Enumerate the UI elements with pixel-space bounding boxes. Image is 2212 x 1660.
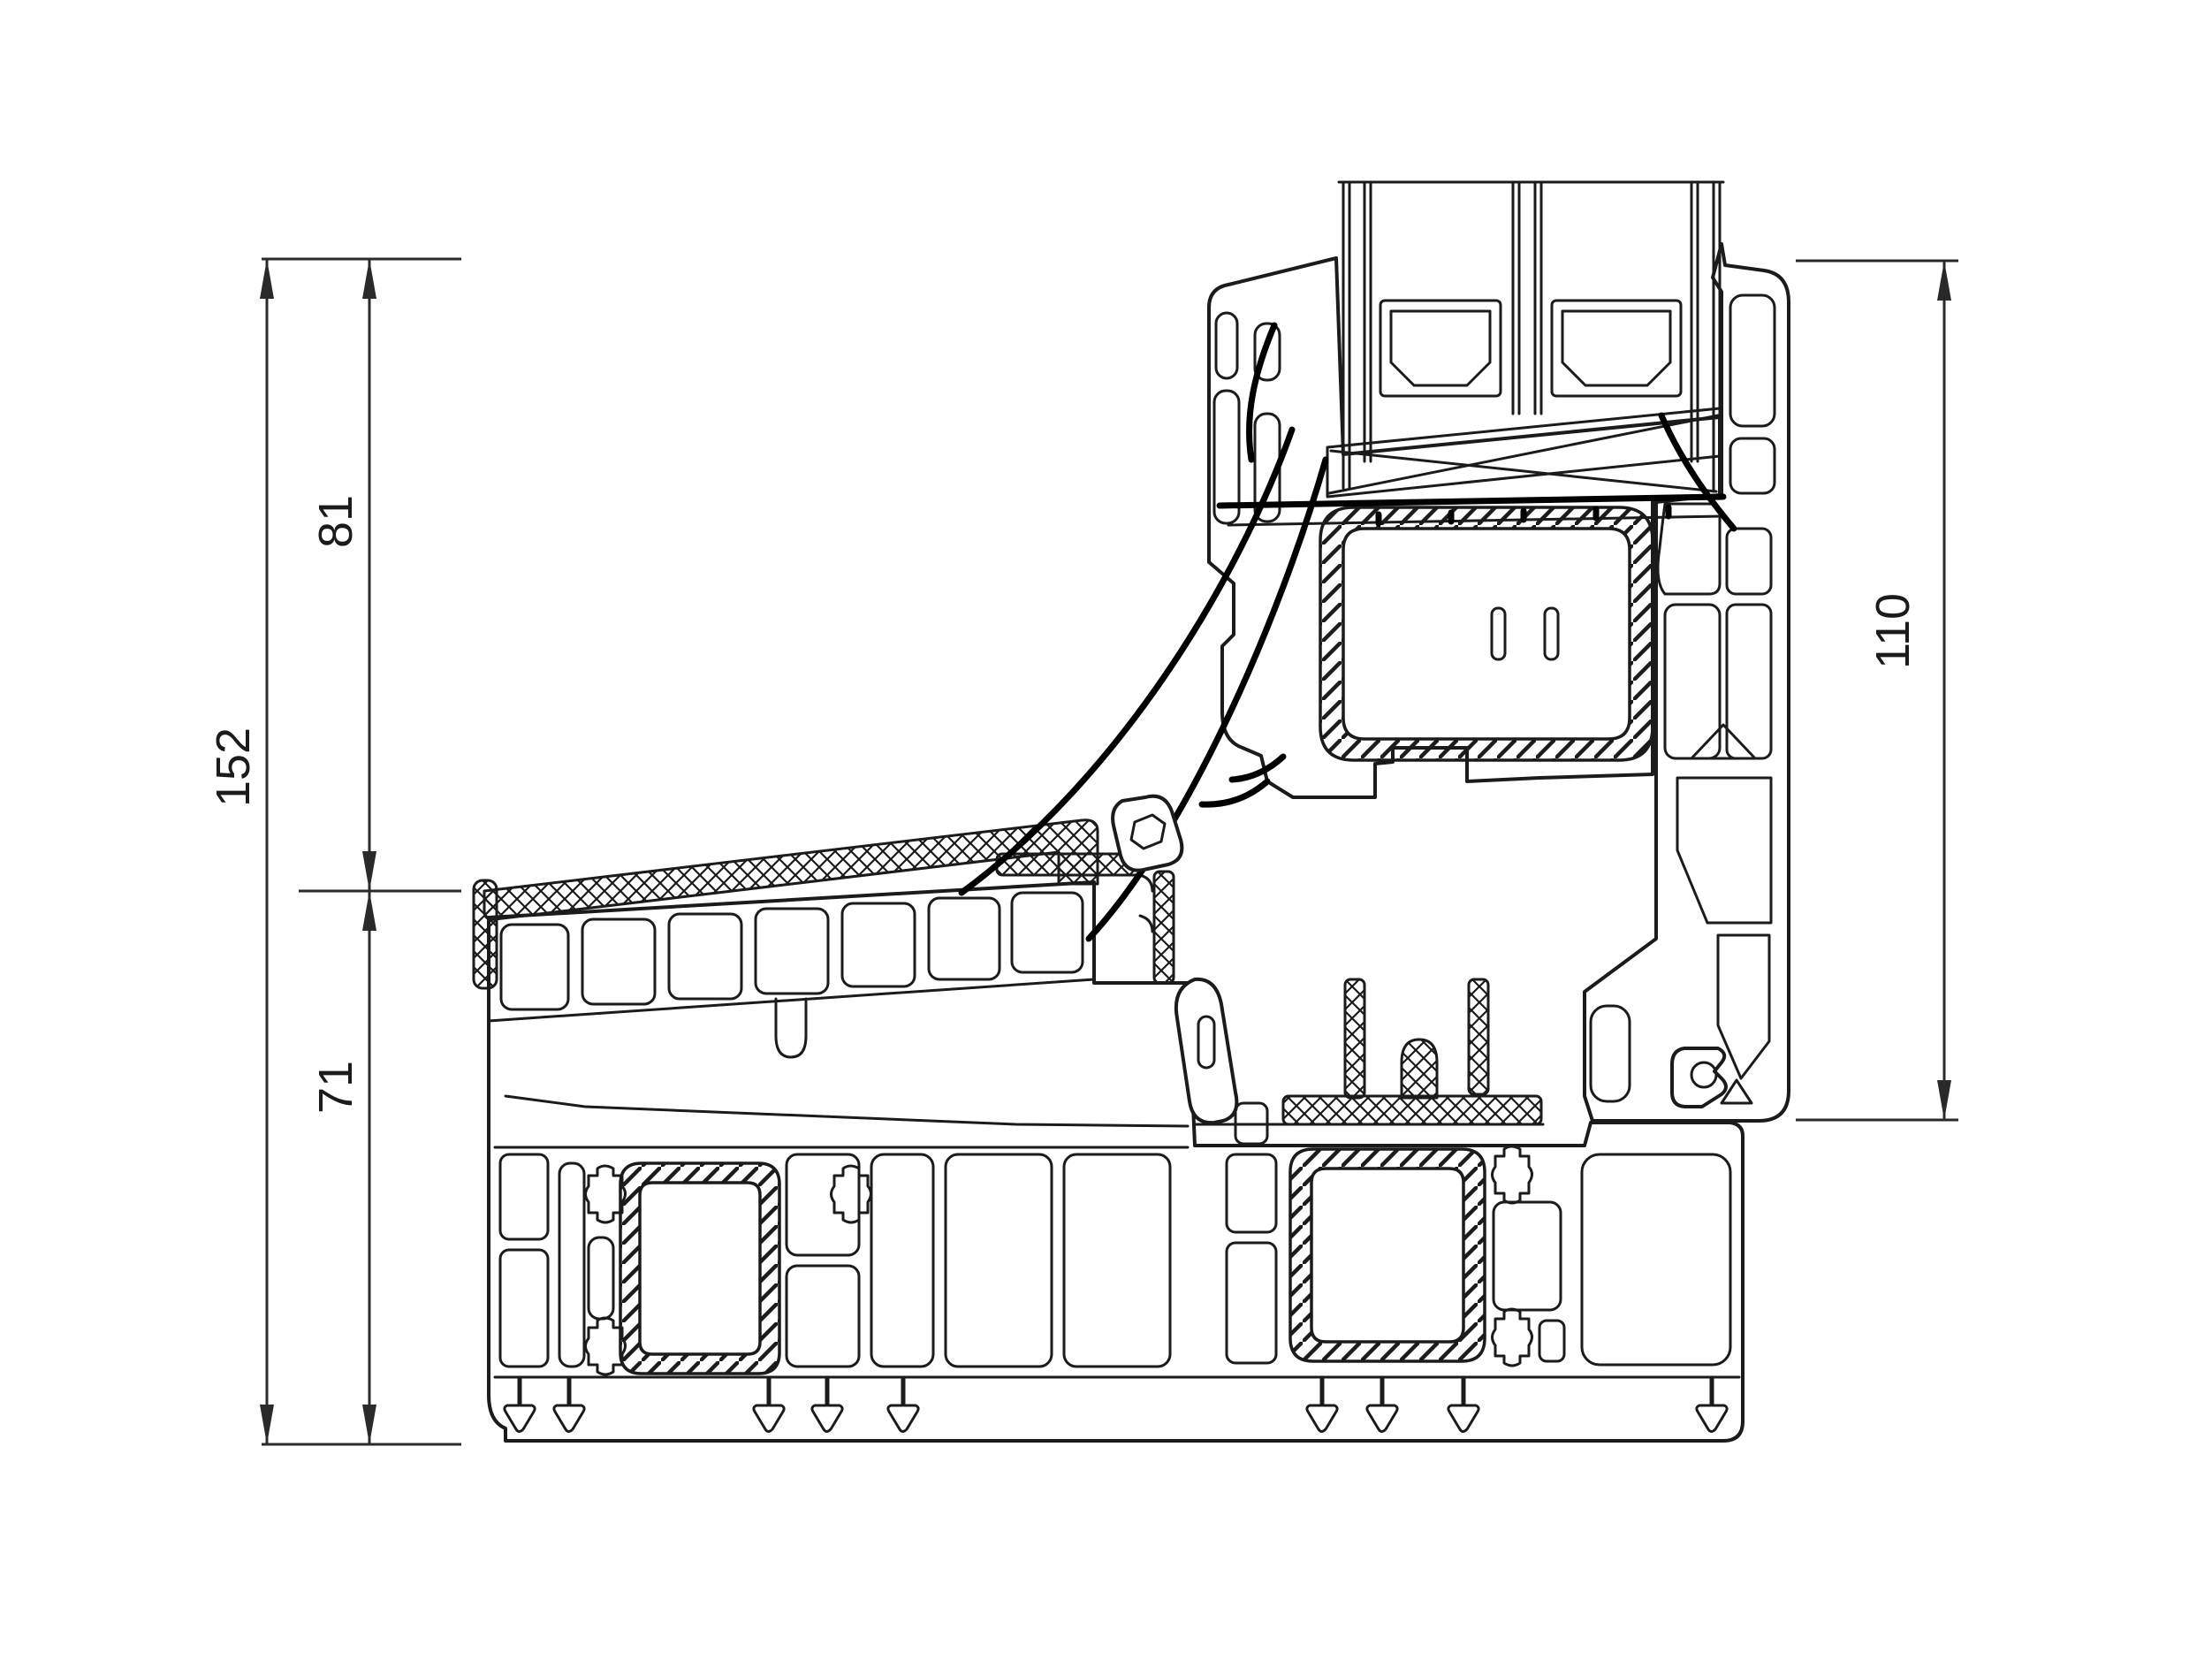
sash-foot-gasket xyxy=(1111,794,1184,872)
glazing-block xyxy=(1326,407,1722,499)
clip-hooks xyxy=(1138,873,1154,933)
gasket-triangle-lip xyxy=(1720,1078,1753,1105)
dimension-110: 110 xyxy=(1866,261,1951,1120)
arrow-up-icon xyxy=(260,259,274,299)
setting-ticks xyxy=(1375,504,1672,527)
steel-reinforcement-chamber-left xyxy=(619,1161,781,1375)
glass-panes xyxy=(1342,180,1722,493)
sill-hook-detail xyxy=(774,997,808,1059)
setting-line-heavy xyxy=(1216,493,1727,509)
arrow-down-icon xyxy=(260,1405,274,1444)
arrow-down-icon xyxy=(362,851,376,891)
dimension-152-label: 152 xyxy=(207,727,260,807)
frame-bottom-gasket xyxy=(1670,1047,1753,1108)
dimension-81: 81 xyxy=(309,259,376,891)
sill-retainer-gasket xyxy=(1174,977,1239,1125)
sill-web xyxy=(487,978,1096,1023)
dimension-81-label: 81 xyxy=(309,495,362,548)
steel-reinforcement-chamber-sash xyxy=(1319,506,1654,762)
glazing-spacers xyxy=(1379,299,1683,398)
setting-line xyxy=(1227,514,1725,527)
sill-top-chambers xyxy=(499,891,1084,1011)
dimension-110-label: 110 xyxy=(1866,593,1919,669)
glazing-unit xyxy=(1216,180,1727,527)
gasket-hex-hole xyxy=(1129,813,1167,850)
mounting-feet-slots xyxy=(503,1377,1729,1433)
arrow-up-icon xyxy=(362,259,376,299)
sill-channel-gaskets xyxy=(1193,978,1545,1146)
gasket-lips xyxy=(958,322,1737,942)
sill-cap-left-end xyxy=(472,879,498,990)
arrow-down-icon xyxy=(1937,1080,1951,1120)
sash-profile xyxy=(1207,256,1722,799)
arrow-down-icon xyxy=(362,1405,376,1444)
extension-lines xyxy=(262,257,1958,1446)
arrow-up-icon xyxy=(362,891,376,931)
dimension-71-label: 71 xyxy=(309,1061,362,1114)
frame-triangle-web xyxy=(1690,723,1757,760)
dimension-71: 71 xyxy=(309,891,376,1444)
gasket-hole xyxy=(1197,1015,1216,1070)
frame-chambers xyxy=(1589,293,1776,1103)
sill-web-slanted xyxy=(504,1094,1190,1128)
sill-profile xyxy=(472,819,1745,1443)
arrow-up-icon xyxy=(1937,261,1951,301)
frame-outline xyxy=(1583,242,1790,1123)
sill-cap-clip xyxy=(1152,870,1175,985)
steel-reinforcement-chamber-right xyxy=(1288,1147,1486,1363)
frame-profile xyxy=(1583,242,1790,1123)
sill-cap-flange xyxy=(995,852,1142,877)
sill-bottom-chambers xyxy=(498,1153,1732,1368)
sill-top-insulation-cap xyxy=(472,819,1175,990)
screw-channel-icon xyxy=(1690,1061,1718,1089)
dimension-152: 152 xyxy=(207,259,274,1444)
gasket-plug xyxy=(1400,1038,1439,1100)
dimension-annotations: 152 81 71 110 xyxy=(207,257,1958,1446)
